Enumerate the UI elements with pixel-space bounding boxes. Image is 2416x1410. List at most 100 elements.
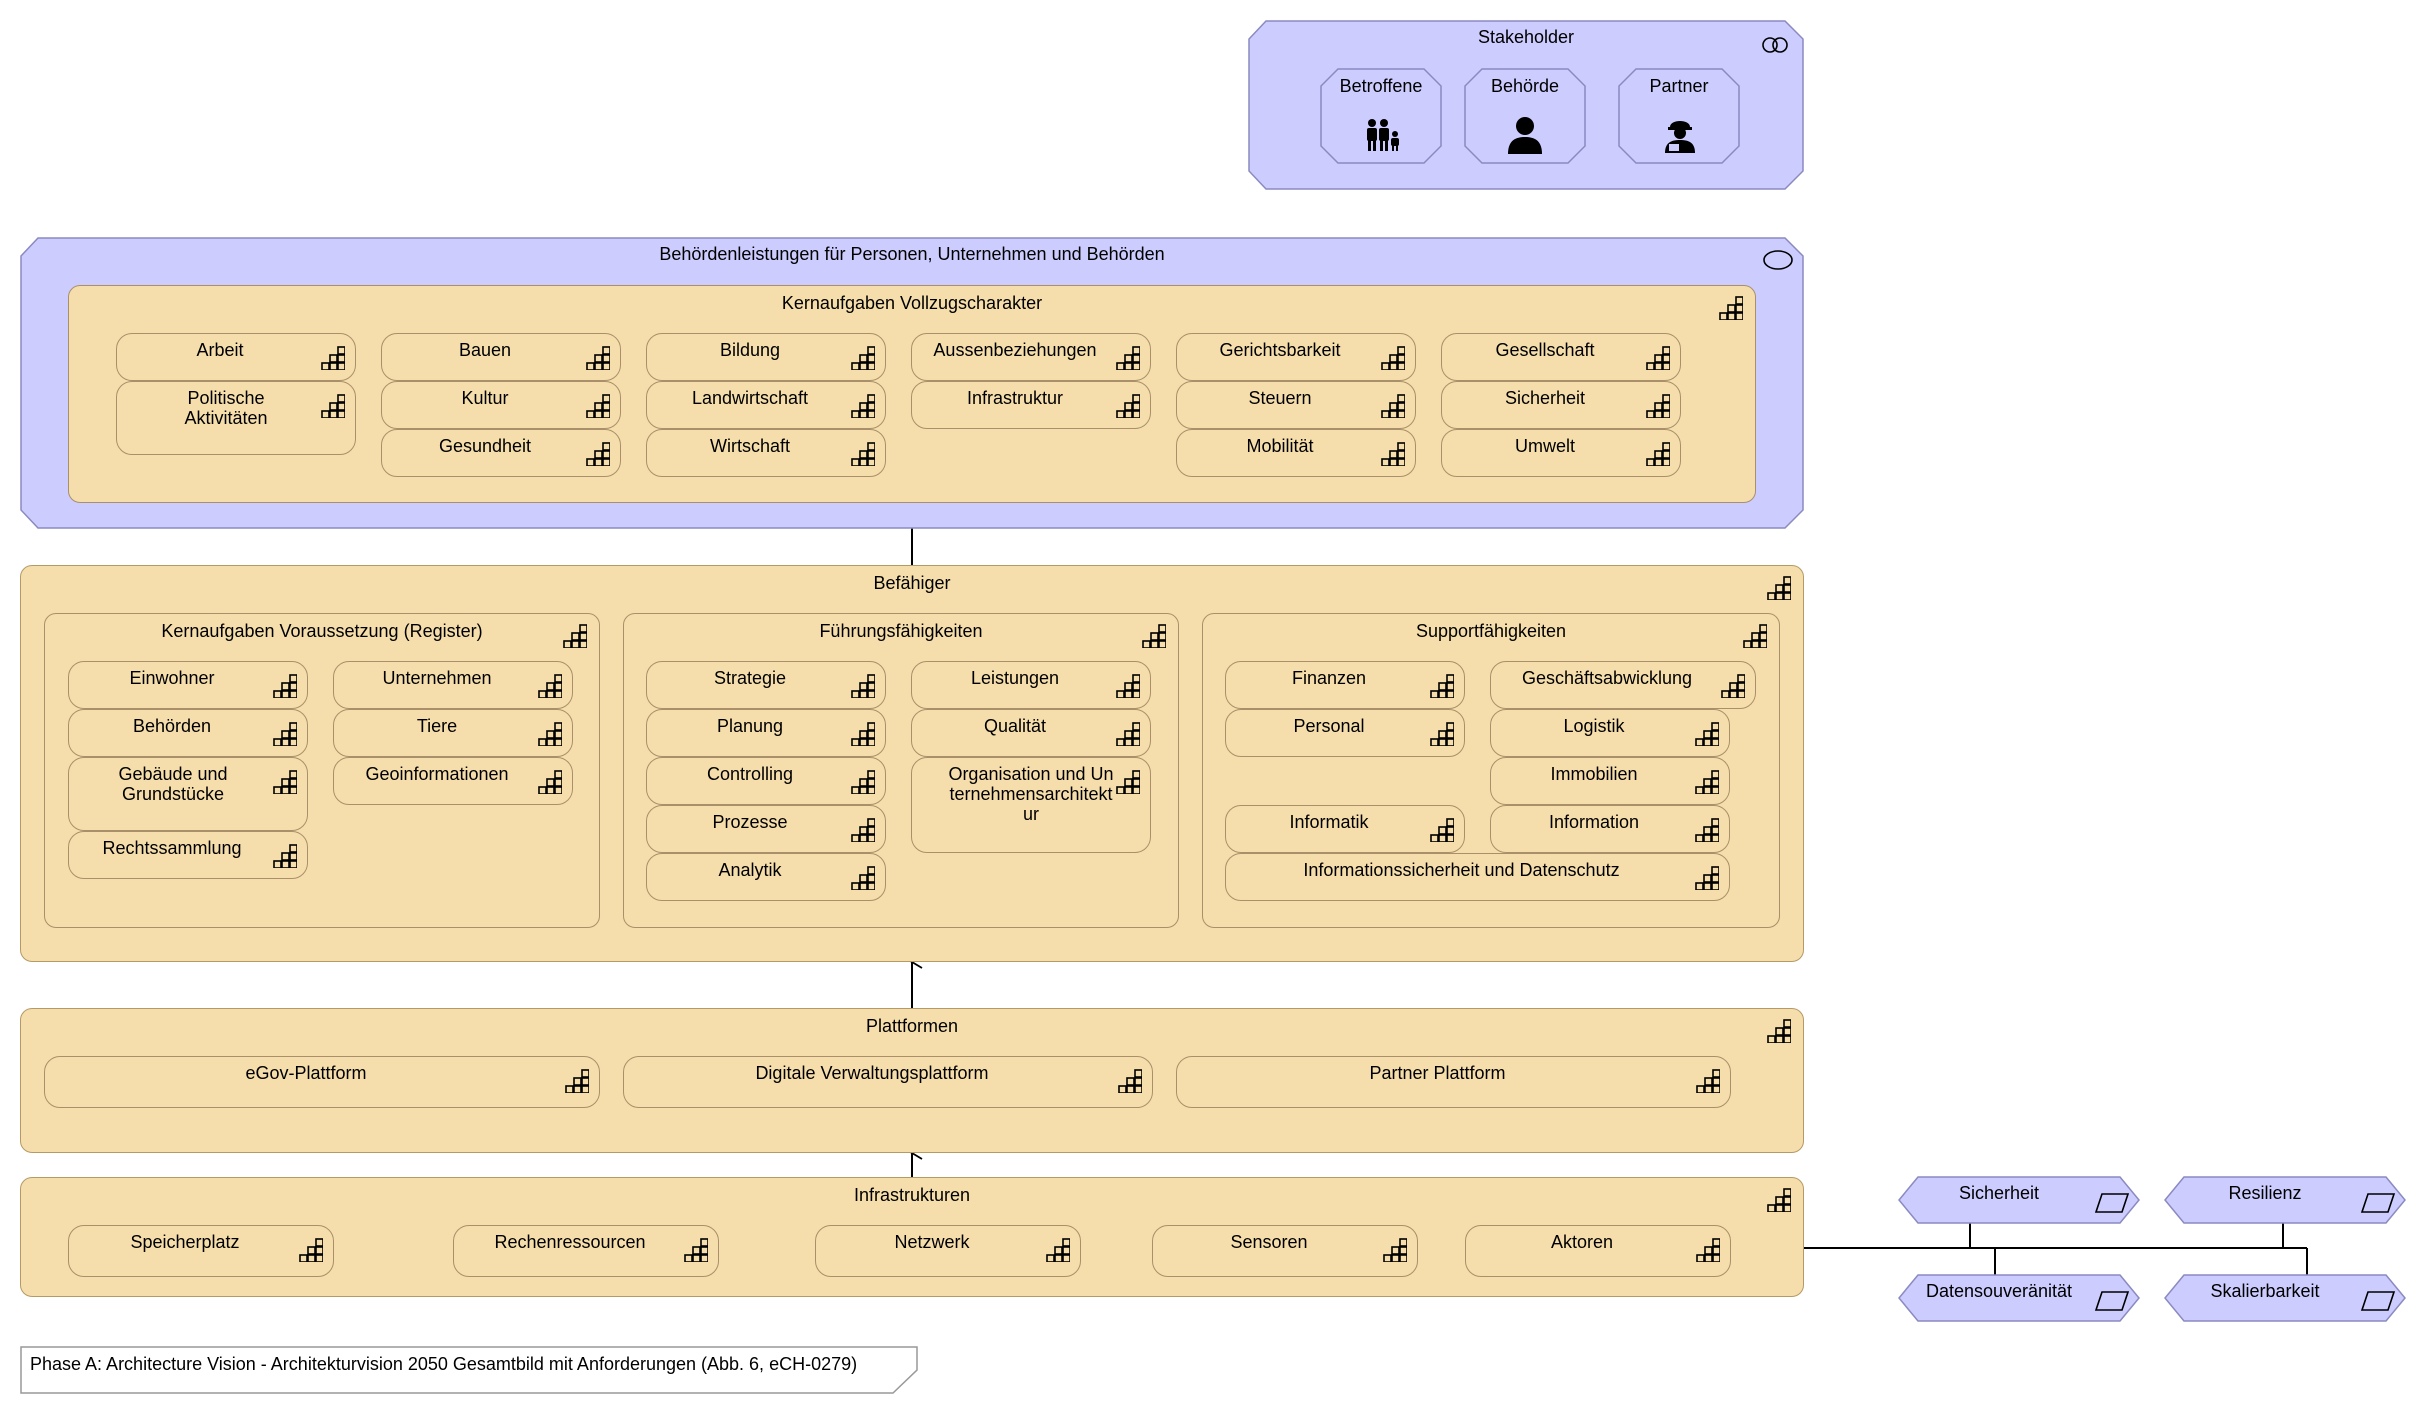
- capability-icon: [1696, 1069, 1720, 1093]
- capability-icon: [684, 1238, 708, 1262]
- capability-netzwerk[interactable]: Netzwerk: [815, 1225, 1081, 1277]
- capability-rechenressourcen[interactable]: Rechenressourcen: [453, 1225, 719, 1277]
- capability-analytik[interactable]: Analytik: [646, 853, 886, 901]
- capability-icon: [273, 844, 297, 868]
- capability-aktoren[interactable]: Aktoren: [1465, 1225, 1731, 1277]
- stakeholder-label: Behörde: [1490, 76, 1560, 96]
- capability-wirtschaft[interactable]: Wirtschaft: [646, 429, 886, 477]
- capability-gesundheit[interactable]: Gesundheit: [381, 429, 621, 477]
- requirement-sicherheit[interactable]: Sicherheit: [1898, 1176, 2140, 1224]
- requirement-label: Skalierbarkeit: [2210, 1281, 2320, 1301]
- capability-personal[interactable]: Personal: [1225, 709, 1465, 757]
- capability-icon: [1767, 1188, 1791, 1212]
- requirement-icon: [2360, 1291, 2396, 1311]
- capability-icon: [1695, 770, 1719, 794]
- requirement-icon: [2094, 1193, 2130, 1213]
- stakeholder-betroffene[interactable]: Betroffene: [1320, 68, 1442, 164]
- capability-icon: [1719, 296, 1743, 320]
- capability-landwirtschaft[interactable]: Landwirtschaft: [646, 381, 886, 429]
- stakeholder-label: Partner: [1649, 76, 1709, 96]
- capability-icon: [1721, 674, 1745, 698]
- capability-icon: [1383, 1238, 1407, 1262]
- capability-prozesse[interactable]: Prozesse: [646, 805, 886, 853]
- capability-informatik[interactable]: Informatik: [1225, 805, 1465, 853]
- capability-gerichtsbarkeit[interactable]: Gerichtsbarkeit: [1176, 333, 1416, 381]
- capability-icon: [1695, 866, 1719, 890]
- capability-steuern[interactable]: Steuern: [1176, 381, 1416, 429]
- capability-icon: [1646, 394, 1670, 418]
- capability-politische-aktivitaeten[interactable]: Politische Aktivitäten: [116, 381, 356, 455]
- capability-arbeit[interactable]: Arbeit: [116, 333, 356, 381]
- capability-behoerden[interactable]: Behörden: [68, 709, 308, 757]
- capability-immobilien[interactable]: Immobilien: [1490, 757, 1730, 805]
- capability-infrastruktur[interactable]: Infrastruktur: [911, 381, 1151, 429]
- capability-icon: [1430, 722, 1454, 746]
- capability-organisation-unternehmensarchitektur[interactable]: Organisation und Unternehmensarchitektur: [911, 757, 1151, 853]
- befaehiger-title: Befähiger: [873, 573, 951, 593]
- capability-icon: [851, 770, 875, 794]
- requirement-resilienz[interactable]: Resilienz: [2164, 1176, 2406, 1224]
- person-icon: [1508, 117, 1542, 154]
- capability-icon: [273, 722, 297, 746]
- capability-icon: [851, 722, 875, 746]
- capability-rechtssammlung[interactable]: Rechtssammlung: [68, 831, 308, 879]
- capability-icon: [586, 346, 610, 370]
- requirement-label: Datensouveränität: [1925, 1281, 2073, 1301]
- stakeholder-behoerde[interactable]: Behörde: [1464, 68, 1586, 164]
- requirement-label: Resilienz: [2228, 1183, 2302, 1203]
- requirement-icon: [2360, 1193, 2396, 1213]
- capability-informationssicherheit-datenschutz[interactable]: Informationssicherheit und Datenschutz: [1225, 853, 1730, 901]
- capability-icon: [1116, 394, 1140, 418]
- capability-icon: [586, 442, 610, 466]
- plattformen-title: Plattformen: [865, 1016, 959, 1036]
- capability-partner-plattform[interactable]: Partner Plattform: [1176, 1056, 1731, 1108]
- requirement-label: Sicherheit: [1958, 1183, 2040, 1203]
- stakeholder-title: Stakeholder: [1477, 27, 1575, 47]
- capability-icon: [1116, 346, 1140, 370]
- capability-finanzen[interactable]: Finanzen: [1225, 661, 1465, 709]
- capability-icon: [851, 674, 875, 698]
- capability-icon: [1142, 624, 1166, 648]
- capability-icon: [1743, 624, 1767, 648]
- capability-tiere[interactable]: Tiere: [333, 709, 573, 757]
- capability-geoinformationen[interactable]: Geoinformationen: [333, 757, 573, 805]
- capability-geschaeftsabwicklung[interactable]: Geschäftsabwicklung: [1490, 661, 1756, 709]
- capability-speicherplatz[interactable]: Speicherplatz: [68, 1225, 334, 1277]
- capability-logistik[interactable]: Logistik: [1490, 709, 1730, 757]
- capability-leistungen[interactable]: Leistungen: [911, 661, 1151, 709]
- capability-gesellschaft[interactable]: Gesellschaft: [1441, 333, 1681, 381]
- requirement-skalierbarkeit[interactable]: Skalierbarkeit: [2164, 1274, 2406, 1322]
- capability-aussenbeziehungen[interactable]: Aussenbeziehungen: [911, 333, 1151, 381]
- capability-umwelt[interactable]: Umwelt: [1441, 429, 1681, 477]
- capability-icon: [299, 1238, 323, 1262]
- caption-text: Phase A: Architecture Vision - Architekt…: [30, 1354, 858, 1374]
- support-title: Supportfähigkeiten: [1415, 621, 1567, 641]
- capability-sensoren[interactable]: Sensoren: [1152, 1225, 1418, 1277]
- capability-bauen[interactable]: Bauen: [381, 333, 621, 381]
- capability-kultur[interactable]: Kultur: [381, 381, 621, 429]
- capability-qualitaet[interactable]: Qualität: [911, 709, 1151, 757]
- capability-controlling[interactable]: Controlling: [646, 757, 886, 805]
- capability-sicherheit[interactable]: Sicherheit: [1441, 381, 1681, 429]
- capability-icon: [1646, 346, 1670, 370]
- capability-bildung[interactable]: Bildung: [646, 333, 886, 381]
- capability-egov-plattform[interactable]: eGov-Plattform: [44, 1056, 600, 1108]
- capability-einwohner[interactable]: Einwohner: [68, 661, 308, 709]
- capability-icon: [563, 624, 587, 648]
- core-tasks-title: Kernaufgaben Vollzugscharakter: [781, 293, 1043, 313]
- capability-icon: [1118, 1069, 1142, 1093]
- capability-digitale-verwaltungsplattform[interactable]: Digitale Verwaltungsplattform: [623, 1056, 1153, 1108]
- requirement-datensouveraenitaet[interactable]: Datensouveränität: [1898, 1274, 2140, 1322]
- capability-icon: [321, 346, 345, 370]
- diagram-caption: Phase A: Architecture Vision - Architekt…: [20, 1346, 918, 1394]
- capability-icon: [1116, 674, 1140, 698]
- capability-information[interactable]: Information: [1490, 805, 1730, 853]
- capability-strategie[interactable]: Strategie: [646, 661, 886, 709]
- capability-unternehmen[interactable]: Unternehmen: [333, 661, 573, 709]
- capability-gebaeude-grundstuecke[interactable]: Gebäude und Grundstücke: [68, 757, 308, 831]
- capability-icon: [851, 866, 875, 890]
- capability-planung[interactable]: Planung: [646, 709, 886, 757]
- capability-mobilitaet[interactable]: Mobilität: [1176, 429, 1416, 477]
- stakeholder-partner[interactable]: Partner: [1618, 68, 1740, 164]
- service-icon: [1763, 250, 1793, 270]
